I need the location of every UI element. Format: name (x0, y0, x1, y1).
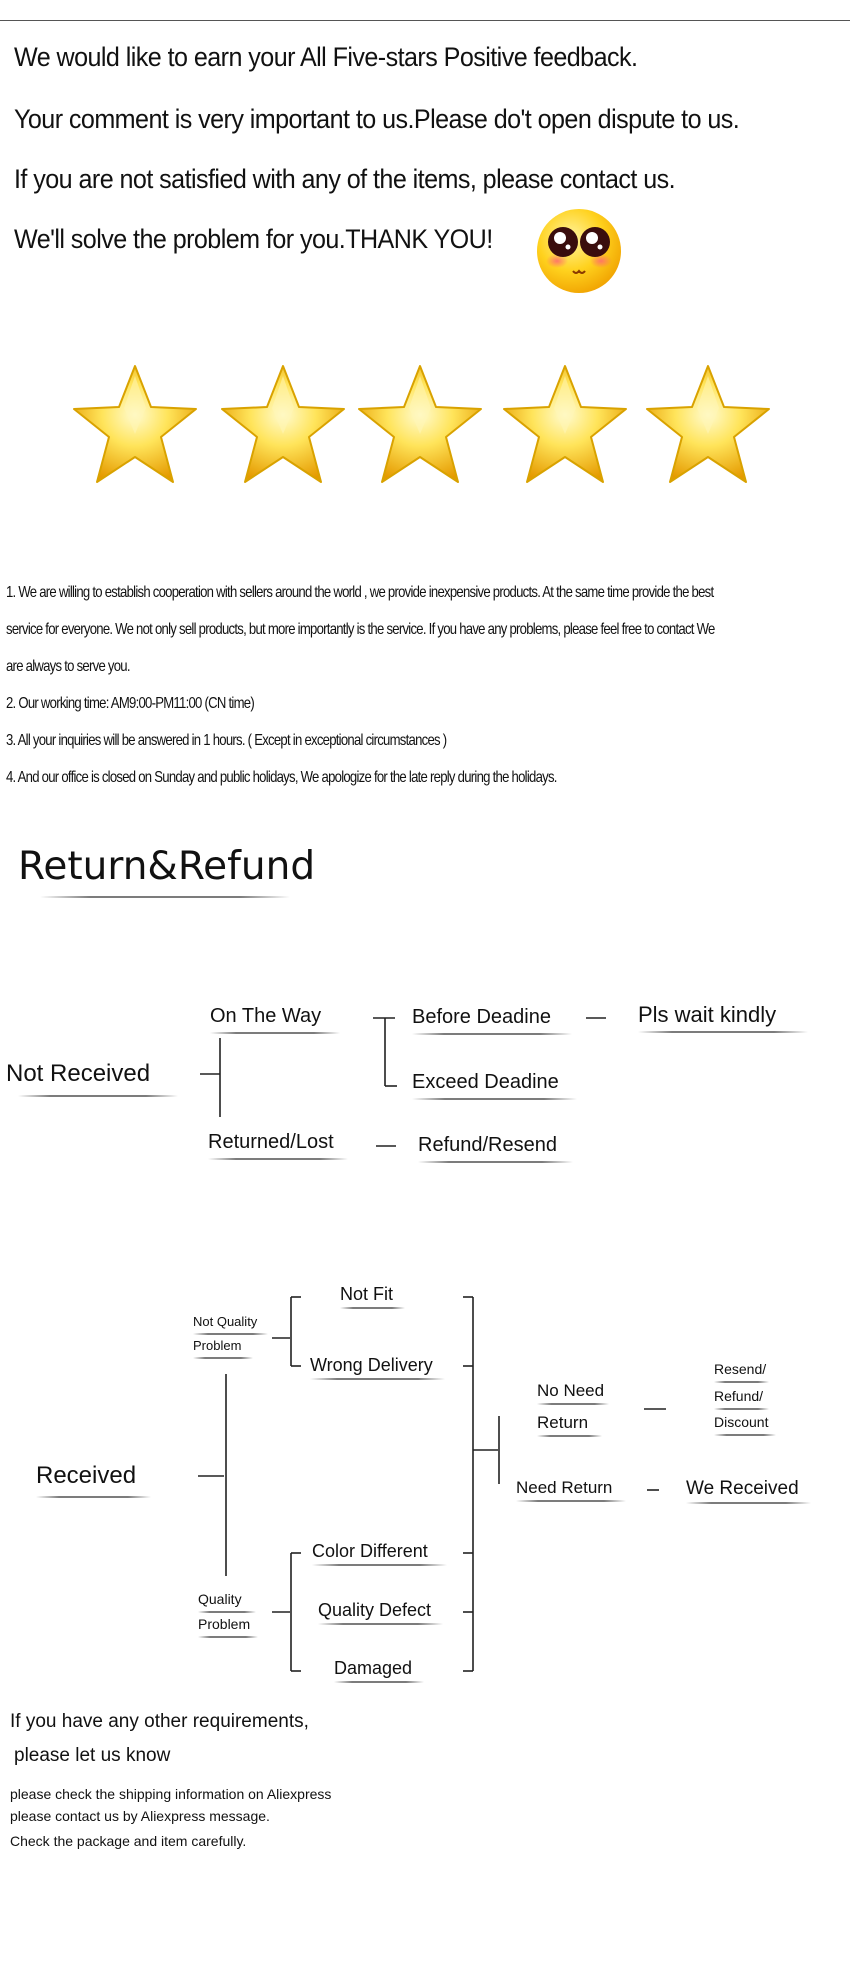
underline (412, 1098, 577, 1100)
star-icon (646, 365, 770, 483)
underline (36, 1496, 151, 1498)
underline (198, 1611, 256, 1613)
star-icon (221, 365, 345, 483)
we-received-label: We Received (686, 1478, 799, 1499)
not-fit-label: Not Fit (340, 1284, 394, 1304)
underline (310, 1378, 445, 1380)
note-line-2: service for everyone. We not only sell p… (6, 621, 715, 638)
underline (334, 1681, 424, 1683)
underline (193, 1333, 268, 1335)
underline (516, 1500, 626, 1502)
quality-defect-label: Quality Defect (318, 1600, 432, 1620)
wrong-delivery-label: Wrong Delivery (310, 1355, 433, 1375)
outro-line-1: If you have any other requirements, (10, 1711, 309, 1732)
damaged-label: Damaged (334, 1658, 413, 1678)
feedback-line-2: Your comment is very important to us.Ple… (14, 104, 740, 134)
resend-label: Resend/ (714, 1361, 767, 1377)
underline (537, 1435, 602, 1437)
refund-resend-label: Refund/Resend (418, 1134, 557, 1156)
wait-kindly-label: Pls wait kindly (638, 1002, 777, 1027)
received-label: Received (36, 1462, 137, 1489)
underline (198, 1636, 258, 1638)
note-line-4: 2. Our working time: AM9:00-PM11:00 (CN … (6, 695, 255, 712)
underline (18, 1095, 178, 1097)
outro-small-3: Check the package and item carefully. (10, 1833, 247, 1849)
underline (686, 1502, 811, 1504)
not-quality-label-2: Problem (193, 1338, 242, 1353)
title-underline (40, 896, 290, 898)
discount-label: Discount (714, 1414, 769, 1430)
outro-line-2: please let us know (14, 1745, 171, 1766)
top-divider (0, 20, 850, 21)
not-received-label: Not Received (6, 1060, 151, 1087)
note-line-1: 1. We are willing to establish cooperati… (6, 584, 714, 601)
need-return-label: Need Return (516, 1478, 613, 1497)
note-line-3: are always to serve you. (6, 658, 131, 675)
underline (418, 1161, 573, 1163)
underline (714, 1434, 776, 1436)
not-quality-label-1: Not Quality (193, 1314, 258, 1329)
quality-label-1: Quality (198, 1591, 242, 1607)
no-need-label-2: Return (537, 1413, 589, 1432)
star-icon (358, 365, 482, 483)
underline (193, 1357, 253, 1359)
star-icon (503, 365, 627, 483)
color-different-label: Color Different (312, 1541, 428, 1561)
underline (208, 1158, 348, 1160)
outro-small-1: please check the shipping information on… (10, 1786, 332, 1802)
note-line-6: 4. And our office is closed on Sunday an… (6, 769, 557, 786)
quality-label-2: Problem (198, 1616, 251, 1632)
underline (412, 1033, 572, 1035)
blushing-smiley-icon (537, 209, 621, 293)
on-the-way-label: On The Way (210, 1005, 322, 1027)
note-line-5: 3. All your inquiries will be answered i… (6, 732, 447, 749)
underline (714, 1408, 769, 1410)
before-deadline-label: Before Deadine (412, 1006, 551, 1028)
feedback-line-4: We'll solve the problem for you.THANK YO… (14, 224, 493, 254)
underline (537, 1403, 609, 1405)
underline (714, 1381, 769, 1383)
underline (210, 1032, 340, 1034)
return-refund-title: Return&Refund (18, 844, 316, 889)
returned-lost-label: Returned/Lost (208, 1131, 334, 1153)
underline (340, 1307, 405, 1309)
outro-small-2: please contact us by Aliexpress message. (10, 1808, 270, 1824)
no-need-label-1: No Need (537, 1381, 605, 1400)
feedback-line-3: If you are not satisfied with any of the… (14, 164, 676, 194)
feedback-line-1: We would like to earn your All Five-star… (14, 42, 638, 72)
star-icon (73, 365, 197, 483)
exceed-deadline-label: Exceed Deadine (412, 1071, 559, 1093)
underline (318, 1623, 443, 1625)
underline (638, 1031, 808, 1033)
refund-label: Refund/ (714, 1388, 764, 1404)
underline (312, 1564, 447, 1566)
